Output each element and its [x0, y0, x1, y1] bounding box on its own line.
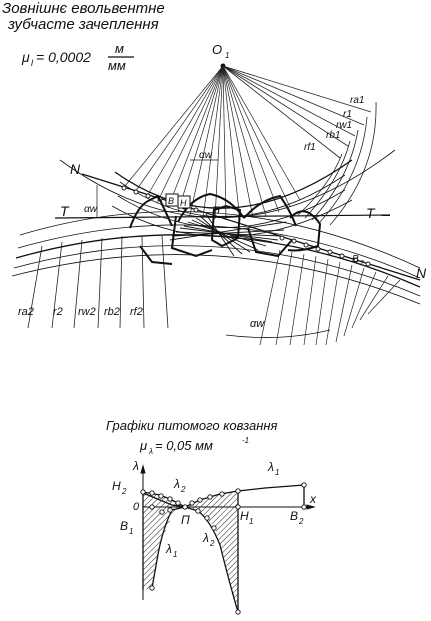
label-lambda1-bottom-sub: 1 [173, 550, 177, 559]
graph-scale-exp: -1 [242, 436, 249, 445]
scale-numerator: м [115, 41, 124, 56]
label-pole: П [181, 513, 190, 527]
radius-rw1: rw1 [336, 120, 352, 131]
label-b2: B [290, 509, 298, 523]
top-radius-labels: ra1 r1 rw1 rb1 rf1 [304, 95, 364, 153]
label-h: H [180, 198, 187, 208]
alpha-bottom-label: αw [250, 318, 265, 330]
radius-rb1: rb1 [326, 130, 340, 141]
graph-title: Графіки питомого ковзання [106, 418, 278, 433]
label-lambda2-top-sub: 2 [180, 485, 186, 494]
b2-label-top: B 2 [352, 254, 364, 267]
pole-label: П [212, 205, 220, 217]
radius-r2: r2 [53, 306, 63, 318]
label-h2: H [112, 479, 121, 493]
scale-denominator: мм [108, 58, 126, 73]
graph-markers [140, 482, 307, 615]
radial-rays [124, 65, 301, 221]
tooth-profiles [129, 192, 322, 265]
axis-lambda: λ [132, 459, 139, 473]
label-b: B [168, 196, 174, 206]
label-lambda1-bottom: λ [165, 542, 172, 556]
label-b1-sub: 1 [129, 527, 133, 536]
label-b2-sub: 2 [298, 517, 304, 526]
center-o1: O 1 [212, 42, 229, 69]
label-lambda2-bottom: λ [202, 531, 209, 545]
radius-ra1: ra1 [350, 95, 364, 106]
axis-x: x [309, 492, 317, 506]
radius-rf2: rf2 [130, 306, 143, 318]
pressure-angle-bottom: αw [225, 318, 331, 338]
contact-lines [169, 213, 287, 257]
label-h1-sub: 1 [249, 517, 253, 526]
t-left-label: T [60, 203, 70, 219]
label-lambda2-bottom-sub: 2 [209, 539, 215, 548]
alpha-top-label: αw [199, 150, 213, 161]
gear2-circles [11, 211, 421, 305]
line-of-action-nn: N N [70, 161, 427, 281]
graph-scale-label: μ λ = 0,05 мм -1 [139, 436, 249, 456]
alpha-left-label: αw [84, 204, 98, 215]
graph-labels: H 2 B 1 П H 1 B 2 λ 2 λ 1 λ 1 λ 2 [112, 460, 304, 559]
label-lambda1-top-sub: 1 [275, 468, 279, 477]
graph-scale-mu: μ [139, 438, 147, 453]
graph-scale-value: = 0,05 мм [155, 438, 213, 453]
center-label: O [212, 42, 222, 57]
label-b1: B [120, 519, 128, 533]
n-left-label: N [70, 161, 81, 177]
bh-labels: B H [165, 193, 191, 209]
radius-rf1: rf1 [304, 142, 316, 153]
pressure-angle-top: αw [190, 150, 218, 161]
bottom-radius-labels: ra2 r2 rw2 rb2 rf2 [18, 306, 143, 318]
label-lambda2-top: λ [173, 477, 180, 491]
label-b2-sub: 2 [359, 260, 364, 267]
label-h1: H [240, 509, 249, 523]
radius-ra2: ra2 [18, 306, 34, 318]
length-scale: μ l = 0,0002 м мм [21, 41, 134, 73]
label-h2-sub: 2 [121, 487, 127, 496]
scale-sub: l [31, 58, 34, 68]
pole-marker: П [212, 205, 220, 217]
pressure-angle-left: αw [84, 185, 98, 218]
gear1-circles [59, 149, 396, 237]
drawing-title-line1: Зовнішнє евольвентне [2, 0, 165, 17]
gear2-radial-lines [259, 249, 401, 346]
label-lambda1-top: λ [267, 460, 274, 474]
scale-value: = 0,0002 [36, 49, 91, 65]
graph-scale-sub: λ [148, 447, 153, 456]
label-zero: 0 [133, 501, 140, 513]
scale-mu: μ [21, 49, 30, 65]
center-label-sub: 1 [225, 51, 229, 60]
radius-rw2: rw2 [78, 306, 96, 318]
radius-r1: r1 [343, 109, 352, 120]
tangent-line-tt: T T [54, 203, 391, 221]
drawing-title-line2: зубчасте зачеплення [8, 16, 159, 33]
t-right-label: T [366, 205, 376, 221]
n-right-label: N [416, 265, 427, 281]
gear2-radius-dimensions [27, 235, 169, 329]
label-b2: B [352, 254, 359, 265]
radius-rb2: rb2 [104, 306, 120, 318]
